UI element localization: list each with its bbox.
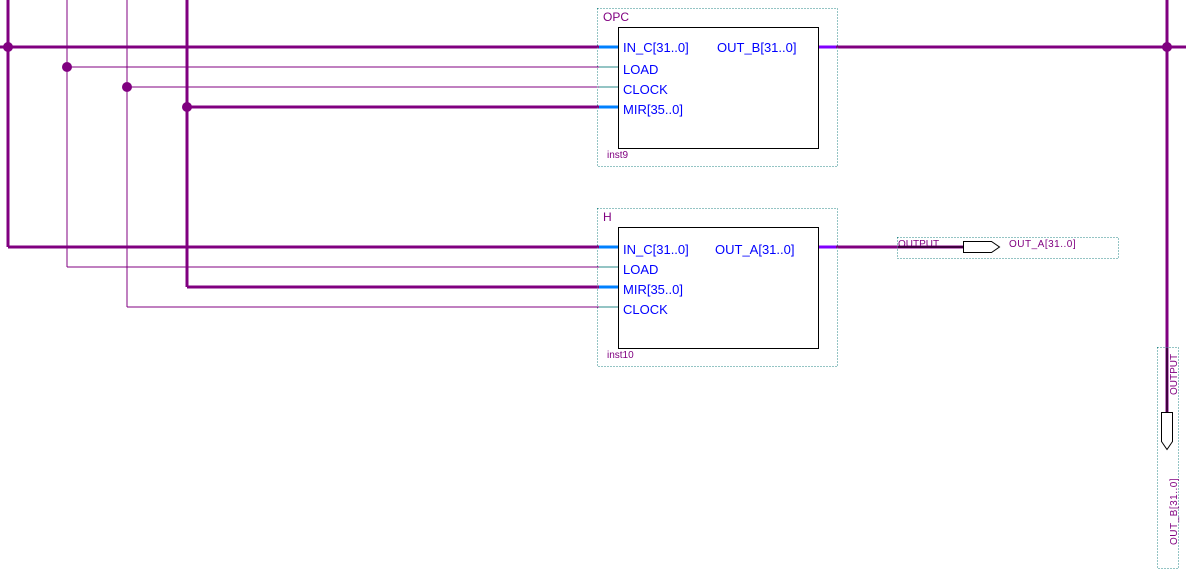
port-label: CLOCK bbox=[623, 82, 668, 97]
junction-dot bbox=[122, 82, 132, 92]
pin-type-label: OUTPUT bbox=[1169, 354, 1180, 395]
pin-type-label: OUTPUT bbox=[898, 239, 939, 250]
instance-label: inst9 bbox=[607, 150, 629, 161]
port-label: MIR[35..0] bbox=[623, 282, 683, 297]
block-name: OPC bbox=[603, 10, 629, 24]
pin-frame bbox=[897, 237, 1119, 259]
port-label: MIR[35..0] bbox=[623, 102, 683, 117]
port-label: LOAD bbox=[623, 262, 658, 277]
output-pin-outb[interactable]: OUTPUT OUT_B[31..0] bbox=[1157, 347, 1181, 569]
output-pin-arrow-icon bbox=[1161, 412, 1173, 451]
block-frame bbox=[597, 208, 838, 367]
junction-dot bbox=[182, 102, 192, 112]
port-label: OUT_B[31..0] bbox=[717, 40, 796, 55]
junction-dot bbox=[3, 42, 13, 52]
block-opc[interactable]: OPC inst9 IN_C[31..0] LOAD CLOCK MIR[35.… bbox=[597, 8, 838, 167]
block-body[interactable] bbox=[618, 227, 819, 349]
output-pin-arrow-icon bbox=[963, 241, 1001, 253]
port-label: LOAD bbox=[623, 62, 658, 77]
output-pin-outa[interactable]: OUTPUT OUT_A[31..0] bbox=[897, 237, 1119, 259]
block-frame bbox=[597, 8, 838, 167]
block-name: H bbox=[603, 210, 612, 224]
port-label: OUT_A[31..0] bbox=[715, 242, 794, 257]
pin-name-label: OUT_A[31..0] bbox=[1009, 239, 1076, 250]
junctions bbox=[3, 42, 1172, 112]
pin-name-label: OUT_B[31..0] bbox=[1169, 478, 1180, 545]
wires bbox=[0, 0, 1186, 412]
port-label: CLOCK bbox=[623, 302, 668, 317]
block-h[interactable]: H inst10 IN_C[31..0] LOAD MIR[35..0] CLO… bbox=[597, 208, 838, 367]
port-label: IN_C[31..0] bbox=[623, 242, 689, 257]
instance-label: inst10 bbox=[607, 350, 634, 361]
port-label: IN_C[31..0] bbox=[623, 40, 689, 55]
junction-dot bbox=[1162, 42, 1172, 52]
pin-frame bbox=[1157, 347, 1179, 569]
block-body[interactable] bbox=[618, 27, 819, 149]
junction-dot bbox=[62, 62, 72, 72]
